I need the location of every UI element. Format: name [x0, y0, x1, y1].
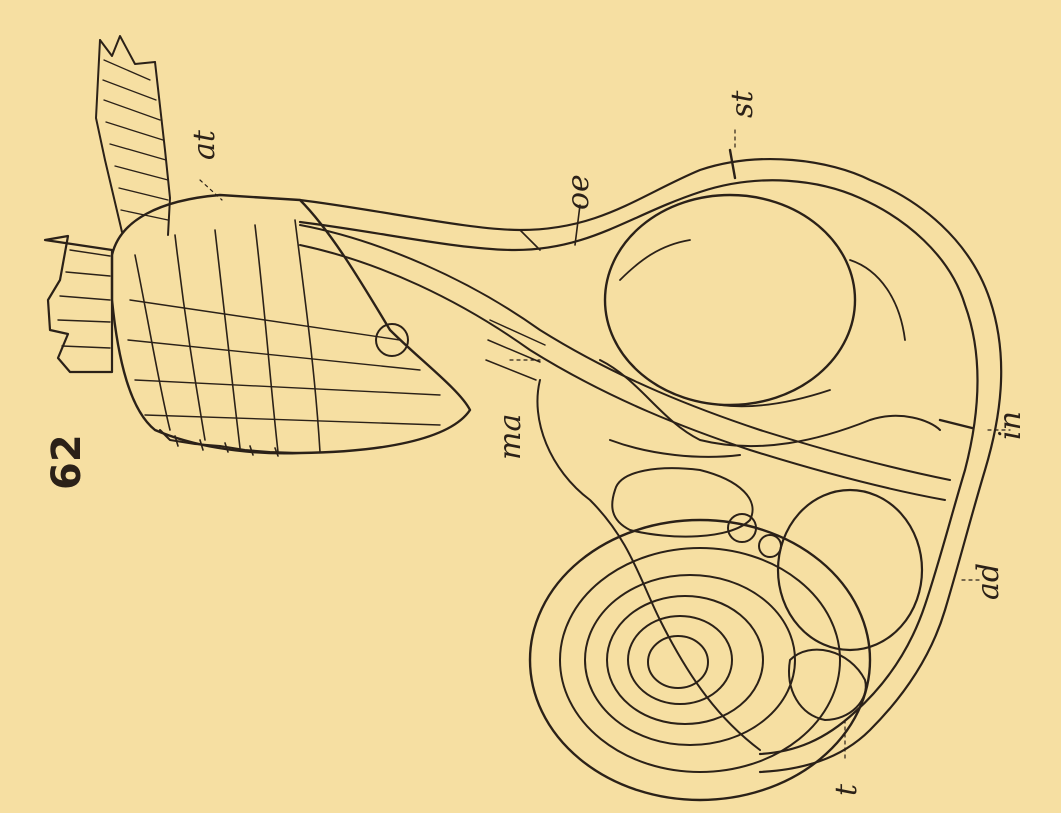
label-at-group: at	[187, 129, 222, 200]
label-at: at	[187, 129, 222, 160]
alimentary-tract	[300, 150, 1001, 772]
mantle-tube	[300, 225, 950, 500]
upper-lobes	[612, 468, 866, 720]
label-oe-group: oe	[561, 174, 596, 210]
label-ma: ma	[493, 414, 528, 460]
label-ad: ad	[971, 563, 1006, 600]
stomach	[605, 195, 905, 406]
figure-number: 62	[44, 434, 90, 490]
pharyngeal-body	[112, 195, 470, 456]
label-in-group: in	[988, 411, 1028, 440]
label-st-group: st	[725, 90, 760, 148]
gonad-spiral	[530, 520, 870, 800]
label-t: t	[829, 783, 864, 796]
label-ad-group: ad	[962, 563, 1006, 600]
visceral-membrane	[537, 360, 940, 750]
atrial-siphon-tube	[96, 36, 170, 235]
stippled-organ	[778, 490, 922, 650]
label-ma-group: ma	[493, 360, 540, 460]
label-in: in	[993, 411, 1028, 440]
label-oe: oe	[561, 174, 596, 210]
label-st: st	[725, 90, 760, 118]
oral-siphon	[45, 236, 112, 372]
